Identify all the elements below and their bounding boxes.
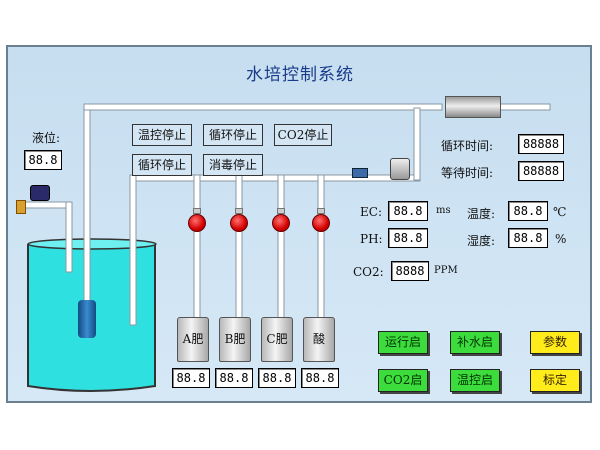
ph-value: 88.8 [388,228,428,248]
valve-stem-c [277,208,285,214]
ph-label: PH: [360,232,383,246]
ec-label: EC: [360,205,382,219]
tank-acid-value: 88.8 [301,368,339,388]
valve-b-icon[interactable] [230,214,248,232]
humidity-value: 88.8 [508,228,548,248]
co2-sensor-icon [352,168,368,178]
co2-start-button[interactable]: CO2启 [378,369,428,392]
status-circulation-2: 循环停止 [132,154,192,176]
tank-a-value: 88.8 [172,368,210,388]
tank-a: A肥 [177,317,209,362]
valve-stem-a [193,208,201,214]
wait-time-value[interactable]: 88888 [518,161,564,181]
cycle-time-label: 循环时间: [441,139,494,153]
parameters-button[interactable]: 参数 [530,331,580,354]
tank-b: B肥 [219,317,251,362]
status-temp-control: 温控停止 [132,124,192,146]
solenoid-valve-icon [30,185,50,201]
tank-c: C肥 [261,317,293,362]
humidity-label: 湿度: [467,234,496,248]
tank-c-value: 88.8 [258,368,296,388]
temperature-unit: ℃ [553,205,567,219]
cycle-time-value[interactable]: 88888 [518,134,564,154]
status-co2: CO2停止 [274,124,332,146]
status-disinfection: 消毒停止 [203,154,263,176]
temperature-value: 88.8 [508,201,548,221]
temperature-label: 温度: [467,207,496,221]
inlet-fitting-icon [16,200,26,214]
valve-c-icon[interactable] [272,214,290,232]
co2-label: CO2: [353,265,384,279]
page-title: 水培控制系统 [246,65,354,85]
wait-time-label: 等待时间: [441,166,494,180]
co2-unit: PPM [434,265,458,276]
valve-a-icon[interactable] [188,214,206,232]
humidity-unit: % [555,232,567,246]
status-circulation: 循环停止 [203,124,263,146]
run-start-button[interactable]: 运行启 [378,331,428,354]
temp-control-start-button[interactable]: 温控启 [450,369,500,392]
co2-value: 8888 [391,261,429,281]
valve-stem-acid [317,208,325,214]
ec-unit: ms [436,205,451,216]
tank-acid: 酸 [303,317,335,362]
refill-start-button[interactable]: 补水启 [450,331,500,354]
valve-stem-b [235,208,243,214]
level-value: 88.8 [24,150,62,170]
uv-sterilizer-icon [390,158,410,180]
ec-value: 88.8 [388,201,428,221]
level-label: 液位: [32,131,61,145]
circulation-tank [445,96,501,118]
tank-b-value: 88.8 [215,368,253,388]
calibrate-button[interactable]: 标定 [530,369,580,392]
valve-acid-icon[interactable] [312,214,330,232]
pump-icon [78,300,96,338]
